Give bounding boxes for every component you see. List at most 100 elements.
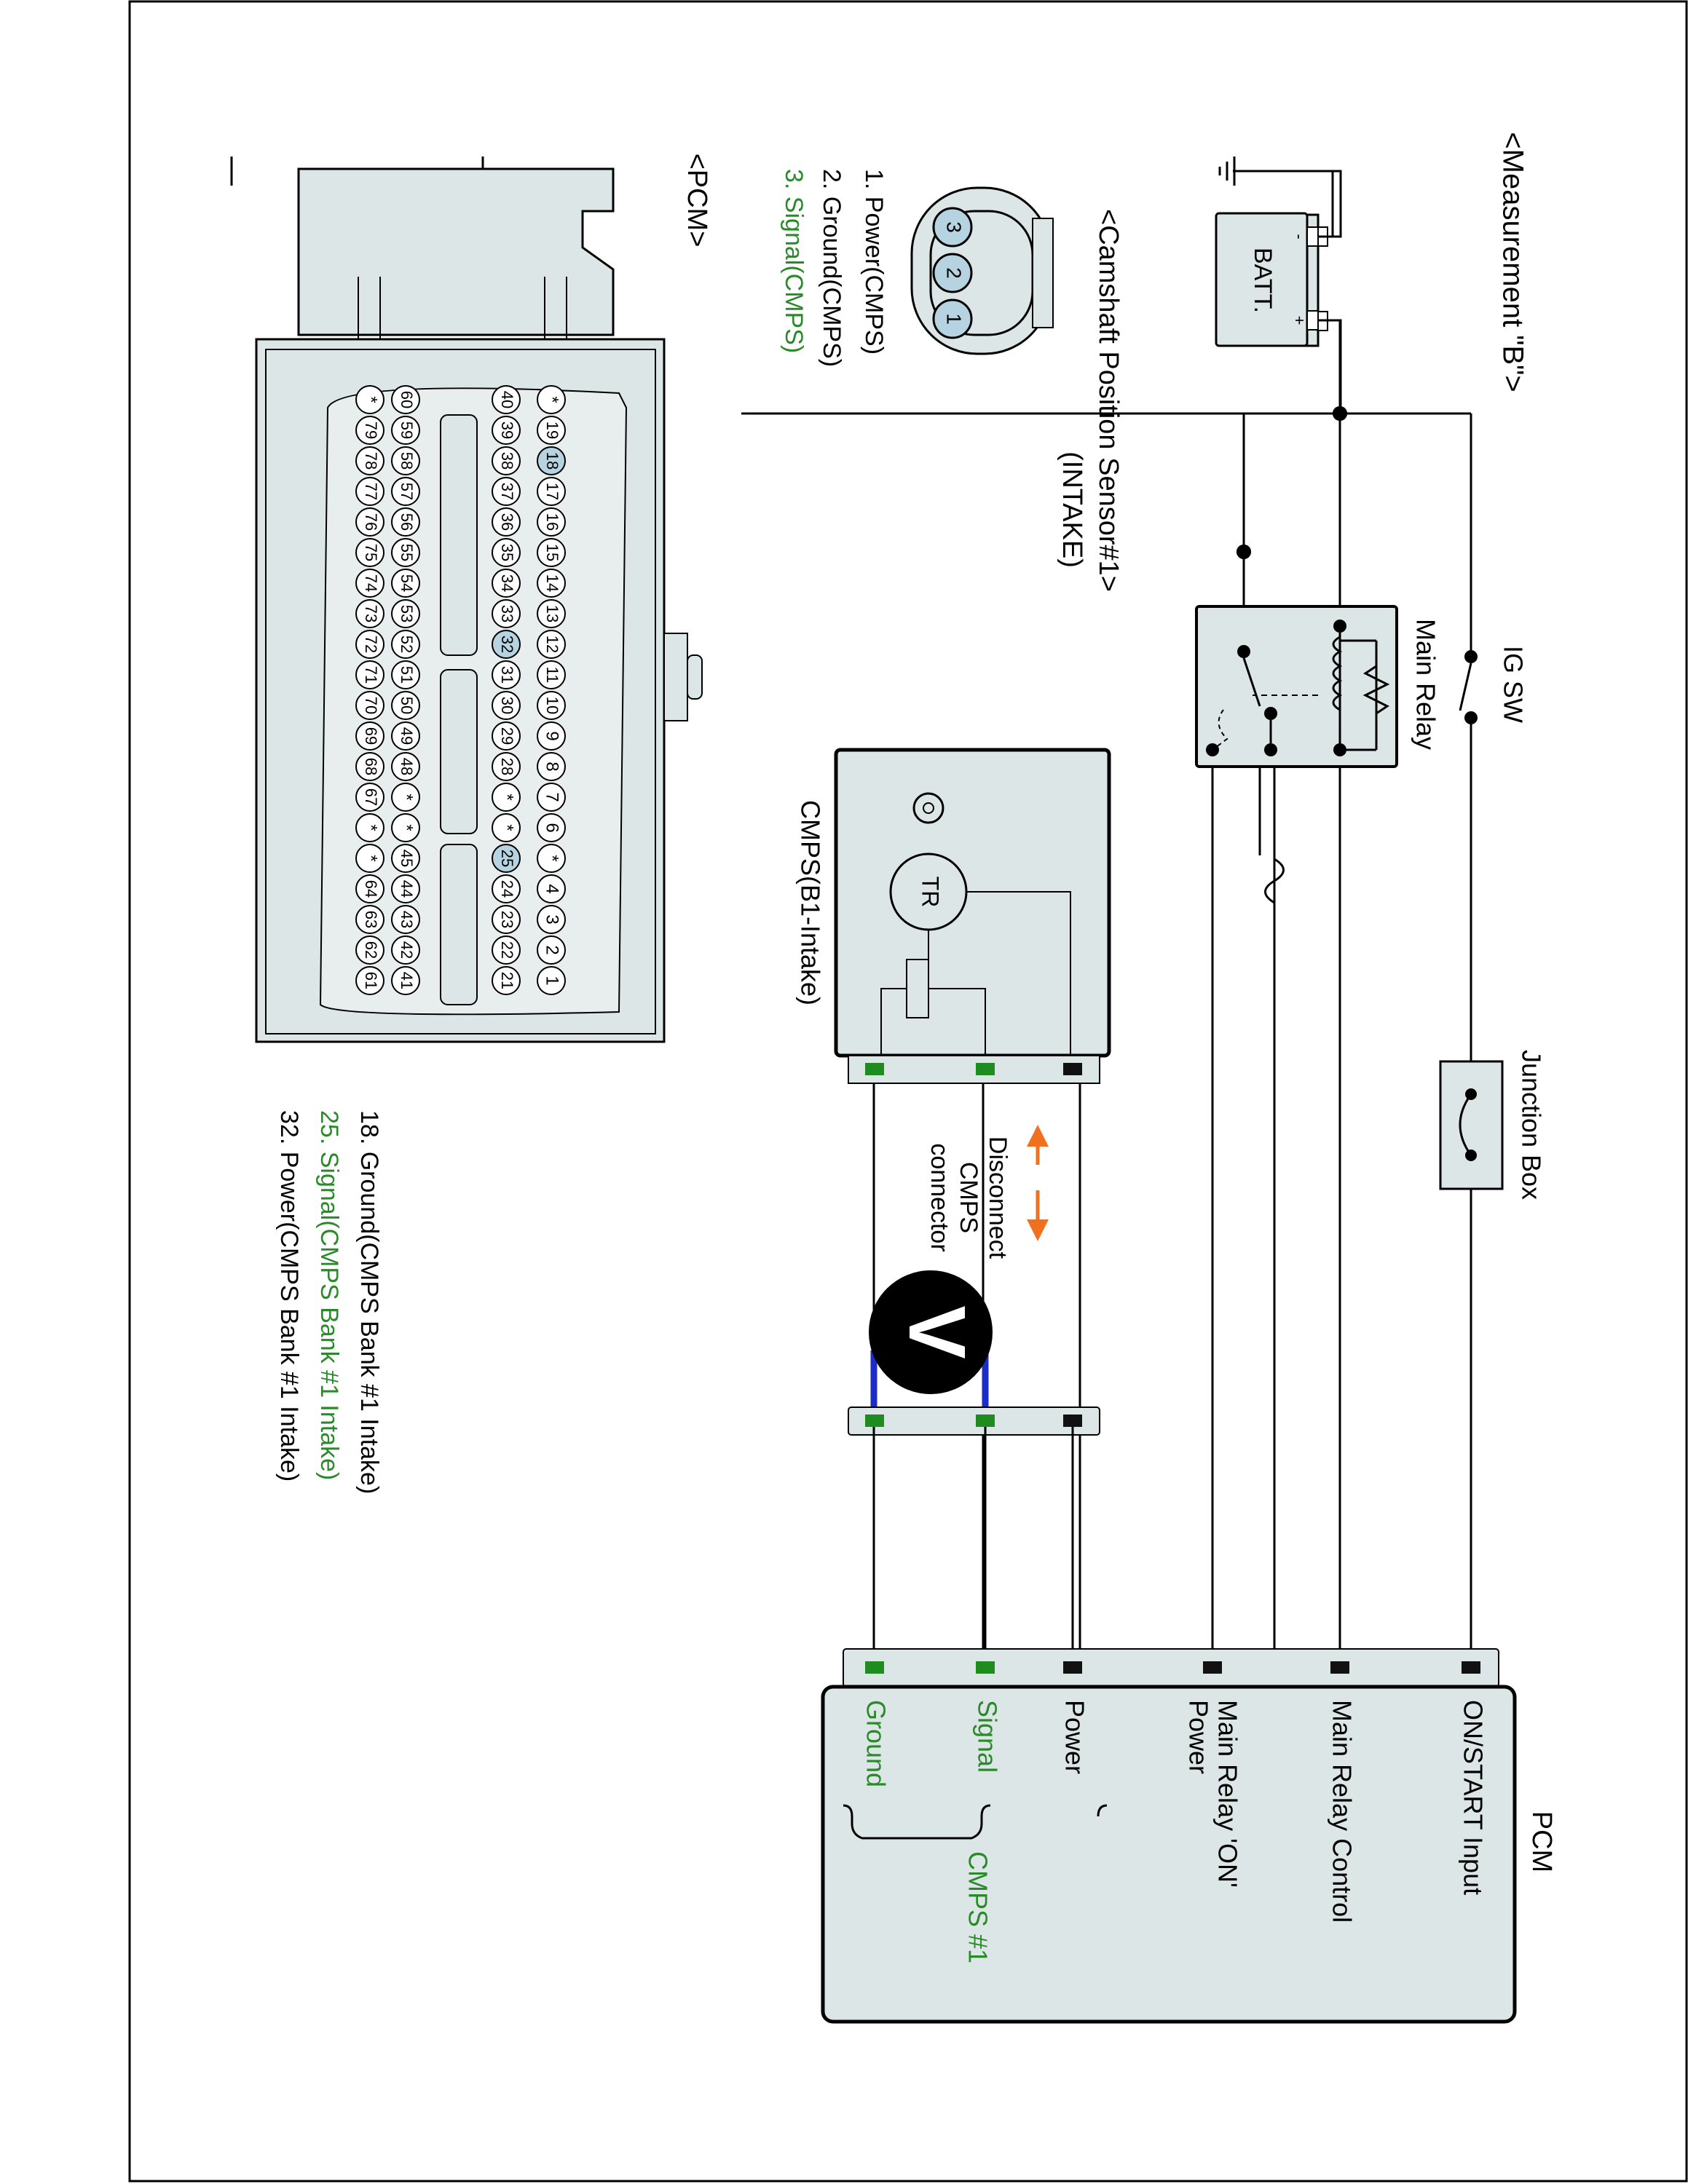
pcm-pin-label: 22 (498, 941, 516, 959)
measurement-title: <Measurement "B"> (1496, 132, 1529, 392)
pcm-pin-23 (492, 905, 521, 934)
pcm-pin-11 (537, 660, 566, 689)
bus-junctions (1237, 406, 1347, 559)
pcm-pin-label: 57 (398, 483, 416, 500)
pcm-pin-label: 31 (498, 666, 516, 684)
pcm-connector-title: <PCM> (682, 154, 712, 248)
pcm-pin-15 (537, 538, 566, 567)
pcm-pin-78 (355, 446, 384, 475)
pcm-pin-relay-on-power: Power (1183, 1700, 1213, 1774)
pcm-pin-25 (492, 844, 521, 873)
pcm-pin-64 (355, 874, 384, 903)
pcm-pin-label: 24 (498, 880, 516, 898)
pcm-pin-signal: Signal (972, 1700, 1002, 1773)
pcm-pin-label: * (543, 855, 562, 861)
pcm-pin-43 (391, 905, 420, 934)
battery-plus-sign: + (1290, 316, 1309, 325)
pcm-pin-label: 28 (498, 758, 516, 775)
ig-switch: IG SW (1459, 646, 1528, 724)
pcm-pin-label: 62 (362, 941, 380, 959)
pcm-pin-label: 15 (543, 544, 561, 561)
pcm-pin-67 (355, 783, 384, 812)
pcm-pin-label: 64 (362, 880, 380, 898)
pcm-pin-label: 13 (543, 605, 561, 622)
pcm-pin-label: 71 (362, 666, 380, 684)
pcm-pin-label: 25 (498, 850, 516, 867)
pcm-pin-label: 34 (498, 574, 516, 592)
pcm-pin-label: 35 (498, 544, 516, 561)
pcm-pin-56 (391, 507, 420, 537)
pcm-pin-72 (355, 630, 384, 659)
pcm-pin-31 (492, 660, 521, 689)
junction-dots (1237, 406, 1347, 559)
pcm-pin-label: 44 (398, 880, 416, 898)
pcm-group-label: CMPS #1 (963, 1851, 993, 1963)
pcm-pin-58 (391, 446, 420, 475)
pcm-label: PCM (1526, 1811, 1557, 1872)
cmps-wires (872, 1427, 1074, 1660)
pcm-pin-14 (537, 569, 566, 598)
pcm-pin-label: 7 (543, 792, 562, 802)
pcm-pin-label: 18 (543, 452, 561, 470)
pcm-pin-52 (391, 630, 420, 659)
pcm-pin-4 (537, 874, 566, 903)
pcm-pin-label: 51 (398, 666, 416, 684)
pcm-pin-grid: *191817161514131211109876*43214039383736… (355, 385, 566, 995)
main-relay: Main Relay (1195, 605, 1440, 768)
pcm-pin-label: 29 (498, 727, 516, 745)
pcm-pin-39 (492, 416, 521, 445)
pcm-pin-3 (537, 905, 566, 934)
cmps-terminal-power (1063, 1063, 1082, 1075)
pcm-pin-57 (391, 477, 420, 506)
pcm-pin-63 (355, 905, 384, 934)
pcm-connector: *191817161514131211109876*43214039383736… (255, 167, 703, 1043)
battery-minus-sign: - (1290, 234, 1309, 239)
pcm-pin-55 (391, 538, 420, 567)
pcm-pin-62 (355, 935, 384, 965)
disconnect-note: Disconnect CMPS connector (926, 1125, 1049, 1259)
pcm-legend-32: 32. Power(CMPS Bank #1 Intake) (275, 1110, 303, 1481)
pcm-pin-73 (355, 599, 384, 628)
pcm-pin-* (537, 385, 566, 414)
pcm-pin-ground: Ground (861, 1700, 891, 1787)
sensor-legend-1: 1. Power(CMPS) (860, 169, 888, 355)
pcm-pin-label: 10 (543, 697, 561, 714)
pcm-pin-18 (537, 446, 566, 475)
pcm-pin-36 (492, 507, 521, 537)
sensor-pin-3: 3 (943, 221, 966, 233)
pcm-pin-label: * (497, 824, 517, 831)
pcm-pin-label: 58 (398, 452, 416, 470)
pcm-pin-label: 21 (498, 972, 516, 989)
pcm-pin-71 (355, 660, 384, 689)
pcm-pin-label: 70 (362, 697, 380, 714)
pcm-pin-label: 1 (543, 976, 562, 985)
pcm-pin-label: 3 (543, 914, 562, 924)
pcm-pin-label: * (361, 855, 381, 861)
pcm-pin-label: 30 (498, 697, 516, 714)
pcm-pin-75 (355, 538, 384, 567)
pcm-pin-2 (537, 935, 566, 965)
pcm-pin-35 (492, 538, 521, 567)
pcm-pin-label: 12 (543, 636, 561, 653)
pcm-pin-48 (391, 752, 420, 781)
cmps-unit-label: CMPS(B1-Intake) (795, 800, 825, 1005)
pcm-pin-label: 68 (362, 758, 380, 775)
sensor-subtitle: (INTAKE) (1057, 451, 1087, 568)
pcm-pin-label: 4 (543, 884, 562, 893)
voltmeter: V (869, 1270, 993, 1420)
cmps-terminal-ground (865, 1063, 884, 1075)
pcm-pin-12 (537, 630, 566, 659)
pcm-pin-label: 14 (543, 574, 561, 592)
pcm-pin-6 (537, 813, 566, 842)
pcm-pin-label: * (497, 794, 517, 800)
pcm-pin-77 (355, 477, 384, 506)
pcm-pin-label: 67 (362, 788, 380, 806)
pcm-pin-* (492, 783, 521, 812)
pcm-pin-38 (492, 446, 521, 475)
pcm-pin-label: 33 (498, 605, 516, 622)
pcm-pin-1 (537, 966, 566, 995)
pcm-pin-label: 8 (543, 761, 562, 771)
pcm-pin-label: 72 (362, 636, 380, 653)
pcm-pin-label: 76 (362, 513, 380, 531)
